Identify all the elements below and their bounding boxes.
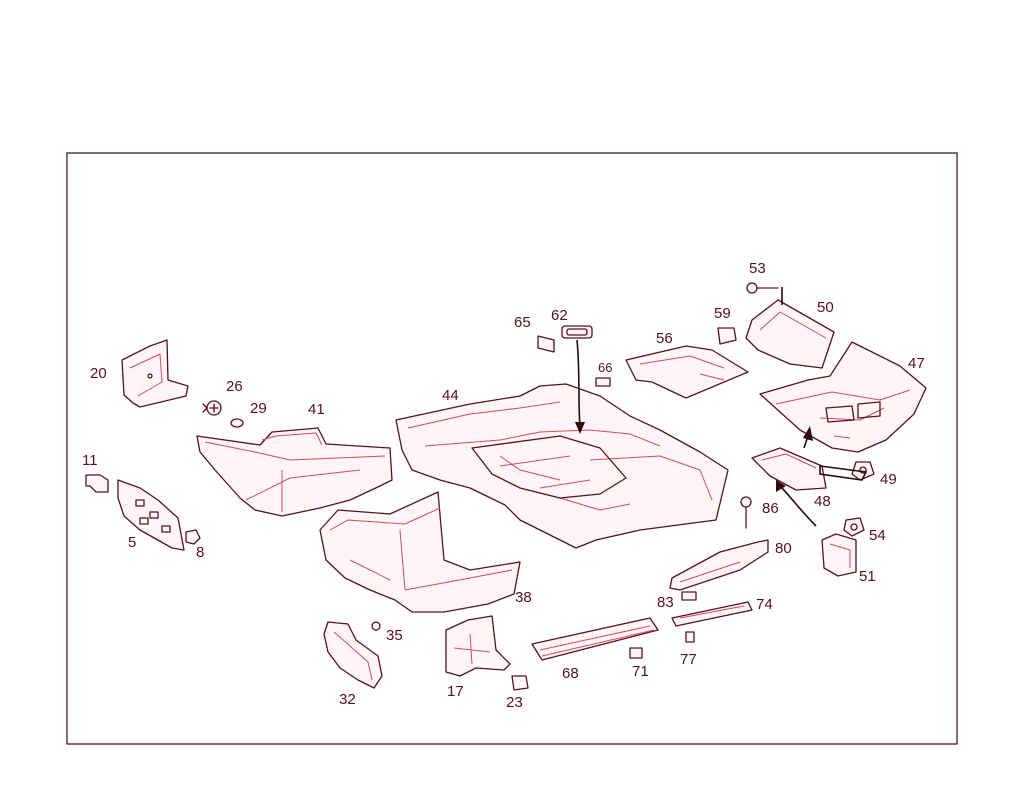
callout-77: 77 [680,651,697,668]
part-65-clip [537,335,555,353]
part-38-carpet [319,491,521,613]
callout-5: 5 [128,534,136,551]
part-59-nut [717,327,737,345]
part-71-clip [629,647,643,659]
part-77-clip [685,631,695,643]
callout-47: 47 [908,355,925,372]
part-17-bracket [445,615,511,677]
callout-49: 49 [880,471,897,488]
part-54-nut [843,517,865,537]
part-83-clip [681,591,697,601]
callout-17: 17 [447,683,464,700]
part-48-mat [751,447,827,491]
part-26-clip [202,400,222,416]
callout-23: 23 [506,694,523,711]
part-86-screw [740,496,752,529]
callout-80: 80 [775,540,792,557]
part-80-sill [669,539,769,591]
part-35-plug [371,621,381,631]
part-8-nut [185,529,201,545]
callout-11: 11 [82,452,98,469]
callout-35: 35 [386,627,403,644]
part-53-screw [746,282,779,294]
callout-48: 48 [814,493,831,510]
callout-41: 41 [308,401,325,418]
callout-68: 68 [562,665,579,682]
callout-74: 74 [756,596,773,613]
callout-83: 83 [657,594,674,611]
callout-8: 8 [196,544,204,561]
part-51-bracket [821,533,857,577]
callout-65: 65 [514,314,531,331]
part-44-carpet [395,383,729,549]
callout-71: 71 [632,663,649,680]
part-23-clip [511,675,529,691]
callout-50: 50 [817,299,834,316]
part-29-plug [230,418,244,428]
callout-59: 59 [714,305,731,322]
part-32-duct [323,621,383,689]
part-11-clip [85,474,109,493]
callout-53: 53 [749,260,766,277]
callout-66: 66 [598,360,612,375]
callout-labels: 5 8 11 17 20 23 26 29 32 35 38 41 44 47 … [82,260,925,711]
part-68-sill-strip [531,617,659,661]
part-41-carpet [196,427,393,517]
callout-29: 29 [250,400,267,417]
callout-51: 51 [859,568,876,585]
callout-26: 26 [226,378,243,395]
diagram-frame [66,152,958,745]
part-56-mat [625,345,749,399]
callout-86: 86 [762,500,779,517]
part-20-bracket [121,339,189,408]
part-5-plate [117,479,185,551]
callout-56: 56 [656,330,673,347]
callout-20: 20 [90,365,107,382]
assembly-arrows [575,287,868,527]
callout-54: 54 [869,527,886,544]
callout-44: 44 [442,387,459,404]
part-47-trunk-carpet [759,341,927,453]
part-74-strip [671,601,753,627]
callout-38: 38 [515,589,532,606]
callout-32: 32 [339,691,356,708]
part-66-clip [595,377,611,387]
callout-62: 62 [551,307,568,324]
part-62-grommet [561,325,593,339]
part-50-panel [745,299,835,369]
